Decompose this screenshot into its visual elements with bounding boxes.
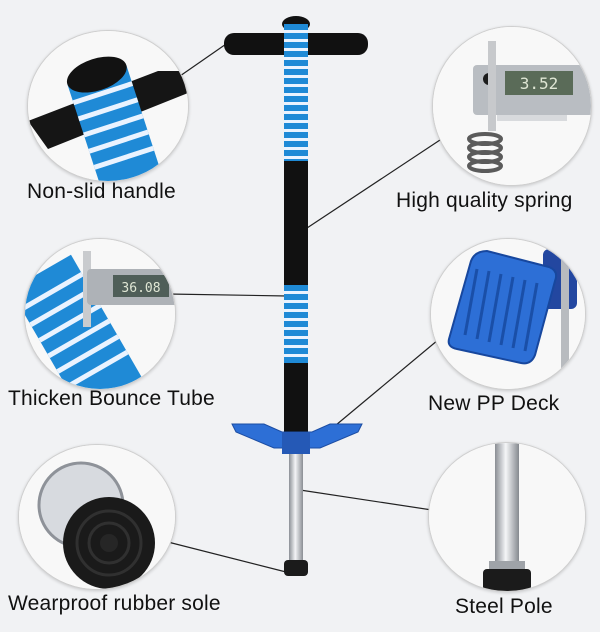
spring-closeup-circle: 3.52 [432, 26, 592, 186]
deck-closeup-image [431, 239, 585, 389]
handle-closeup-circle [27, 30, 189, 182]
feature-label-pole: Steel Pole [455, 595, 553, 618]
rubber-sole-foot [284, 560, 308, 576]
feature-label-tube: Thicken Bounce Tube [8, 387, 215, 410]
lower-tube [284, 363, 308, 435]
feature-label-handle: Non-slid handle [27, 180, 176, 203]
feature-label-sole: Wearproof rubber sole [8, 592, 221, 615]
feature-label-spring: High quality spring [396, 189, 573, 212]
lower-grip-band [284, 285, 308, 363]
steel-pole-shaft [289, 454, 303, 562]
leader-line-deck [329, 339, 439, 431]
deck-collar [282, 432, 310, 454]
tube-caliper-readout: 36.08 [121, 281, 160, 296]
leader-line-spring [306, 139, 441, 229]
pole-closeup-circle [428, 442, 586, 592]
handle-closeup-image [28, 31, 188, 181]
spring-caliper-readout: 3.52 [520, 74, 559, 93]
upper-grip-tube [284, 24, 308, 161]
sole-closeup-image [19, 445, 175, 589]
leader-line-pole [299, 489, 433, 511]
deck-closeup-circle [430, 238, 586, 390]
mid-tube [284, 161, 308, 285]
feature-label-deck: New PP Deck [428, 392, 560, 415]
leader-line-handle [179, 41, 230, 77]
tube-closeup-circle: 36.08 [24, 238, 176, 390]
tube-closeup-image: 36.08 [25, 239, 175, 389]
sole-closeup-circle [18, 444, 176, 590]
leader-line-sole [159, 539, 291, 574]
leader-line-tube [167, 293, 288, 297]
spring-closeup-image: 3.52 [433, 27, 591, 185]
pole-closeup-image [429, 443, 585, 591]
